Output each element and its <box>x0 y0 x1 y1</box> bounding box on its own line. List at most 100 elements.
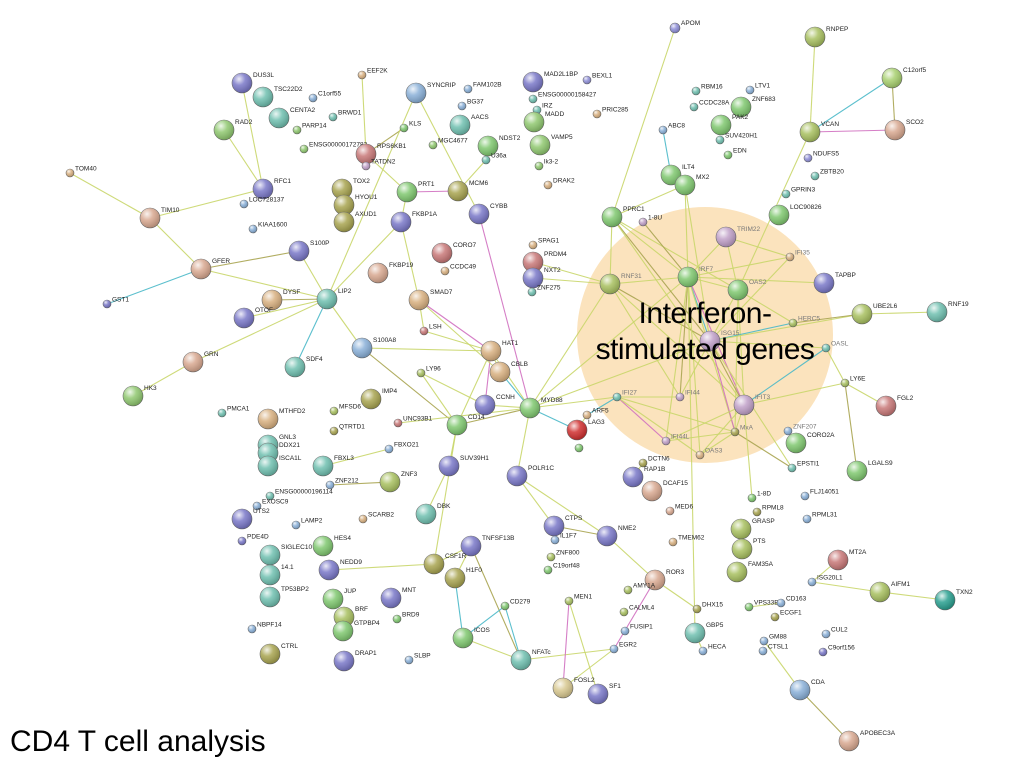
node-CENTA2[interactable]: CENTA2 <box>268 107 316 129</box>
node-FBXO21[interactable]: FBXO21 <box>384 442 419 454</box>
node-IL1F7[interactable]: IL1F7 <box>550 533 577 545</box>
node-H1F0[interactable]: H1F0 <box>444 567 482 589</box>
node-VCAN[interactable]: VCAN <box>799 121 839 143</box>
node-ECGF1[interactable]: ECGF1 <box>770 610 802 622</box>
node-APOBEC3A[interactable]: APOBEC3A <box>838 730 896 752</box>
node-APOM[interactable]: APOM <box>669 20 700 34</box>
node-DHX15[interactable]: DHX15 <box>692 602 723 614</box>
node-MYD88[interactable]: MYD88 <box>519 397 563 419</box>
node-NBPF14[interactable]: NBPF14 <box>247 622 282 634</box>
node-ISCA1L[interactable]: ISCA1L <box>257 455 302 477</box>
node-RNF31[interactable]: RNF31 <box>599 273 642 295</box>
node-PPRC1[interactable]: PPRC1 <box>601 206 645 228</box>
node-SMAD7[interactable]: SMAD7 <box>408 289 453 311</box>
node-SIGLEC10[interactable]: SIGLEC10 <box>259 544 312 566</box>
node-DYSF[interactable]: DYSF <box>261 289 300 311</box>
node-CD14[interactable]: CD14 <box>446 414 485 436</box>
node-C19orf48[interactable]: C19orf48 <box>543 563 580 575</box>
node-NEDD9[interactable]: NEDD9 <box>318 559 362 581</box>
node-SYNCRIP[interactable]: SYNCRIP <box>405 82 456 104</box>
node-CTRL[interactable]: CTRL <box>259 643 298 665</box>
node-RPS6KB1[interactable]: RPS6KB1 <box>355 143 407 165</box>
node-FKBP19[interactable]: FKBP19 <box>367 262 414 284</box>
node-ZBTB20[interactable]: ZBTB20 <box>810 169 844 181</box>
node-S100A8[interactable]: S100A8 <box>351 337 397 359</box>
node-ISG20L1[interactable]: ISG20L1 <box>807 575 843 587</box>
node-LOC728137[interactable]: LOC728137 <box>239 197 284 209</box>
node-KLS[interactable]: KLS <box>399 121 422 133</box>
node-MADD[interactable]: MADD <box>523 111 564 133</box>
node-EXOSC9[interactable]: EXOSC9 <box>252 499 289 511</box>
node-TOX2[interactable]: TOX2 <box>331 178 370 200</box>
node-UNC93B1[interactable]: UNC93B1 <box>393 416 433 428</box>
node-S100P[interactable]: S100P <box>288 240 330 262</box>
node-UBE2L6[interactable]: UBE2L6 <box>851 303 898 325</box>
node-LY6E[interactable]: LY6E <box>840 376 866 388</box>
node-NME2[interactable]: NME2 <box>596 525 636 547</box>
node-CYBB[interactable]: CYBB <box>468 203 508 225</box>
node-OAS2[interactable]: OAS2 <box>727 279 767 301</box>
node-ZNF212[interactable]: ZNF212 <box>325 478 359 490</box>
node-MxA[interactable]: MxA <box>730 425 754 437</box>
node-PARP14[interactable]: PARP14 <box>292 123 327 135</box>
node-MX2[interactable]: MX2 <box>674 174 710 196</box>
node-CCDC49[interactable]: CCDC49 <box>440 264 476 276</box>
node-TOM40[interactable]: TOM40 <box>65 166 97 178</box>
node-TNFSF13B[interactable]: TNFSF13B <box>460 535 515 557</box>
node-FKBP1A[interactable]: FKBP1A <box>390 211 438 233</box>
node-GST1[interactable]: GST1 <box>102 297 129 309</box>
node-LAG3[interactable]: LAG3 <box>566 419 605 441</box>
node-EEF2K[interactable]: EEF2K <box>357 68 388 80</box>
node-RPML8[interactable]: RPML8 <box>752 505 784 517</box>
node-BEXL1[interactable]: BEXL1 <box>582 73 613 85</box>
node-GTPBP4[interactable]: GTPBP4 <box>332 620 380 642</box>
node-ZNF800[interactable]: ZNF800 <box>546 550 580 562</box>
node-MTHFD2[interactable]: MTHFD2 <box>257 408 306 430</box>
node-QTRTD1[interactable]: QTRTD1 <box>329 424 365 436</box>
node-ENSG158427[interactable]: ENSG00000158427 <box>528 92 597 104</box>
node-FBXL3[interactable]: FBXL3 <box>312 455 354 477</box>
node-OTOF[interactable]: OTOF <box>233 307 273 329</box>
node-SF1[interactable]: SF1 <box>587 683 621 705</box>
node-NFATc[interactable]: NFATc <box>510 649 551 671</box>
node-DRAK2[interactable]: DRAK2 <box>543 178 575 190</box>
node-CSF1R[interactable]: CSF1R <box>423 553 467 575</box>
node-TATDN2[interactable]: TATDN2 <box>361 159 396 171</box>
node-IRF7[interactable]: IRF7 <box>677 266 713 288</box>
node-NDUFS5[interactable]: NDUFS5 <box>803 151 839 163</box>
node-SCO2[interactable]: SCO2 <box>884 119 924 141</box>
node-LSH[interactable]: LSH <box>419 324 442 336</box>
node-RPML31[interactable]: RPML31 <box>802 512 838 524</box>
node-HAT1[interactable]: HAT1 <box>480 340 519 362</box>
node-GRASP[interactable]: GRASP <box>730 518 775 540</box>
node-PRIC285[interactable]: PRIC285 <box>592 107 629 119</box>
node-FLJ14051[interactable]: FLJ14051 <box>800 489 839 501</box>
node-C1orf55[interactable]: C1orf55 <box>308 91 342 103</box>
node-PMCA1[interactable]: PMCA1 <box>217 406 250 418</box>
node-EPSTI1[interactable]: EPSTI1 <box>787 461 820 473</box>
node-SCARB2[interactable]: SCARB2 <box>358 512 394 524</box>
node-RBM16[interactable]: RBM16 <box>691 84 723 96</box>
node-HES4[interactable]: HES4 <box>312 535 351 557</box>
node-CCDC28A[interactable]: CCDC28A <box>689 100 730 112</box>
node-RNPEP[interactable]: RNPEP <box>804 26 848 48</box>
node-1-8D[interactable]: 1-8D <box>747 491 771 503</box>
node-HERC5[interactable]: HERC5 <box>788 316 820 328</box>
node-CORO7[interactable]: CORO7 <box>431 242 477 264</box>
node-EGR2[interactable]: EGR2 <box>609 642 637 654</box>
node-ZNF3[interactable]: ZNF3 <box>379 471 418 493</box>
node-LTV1[interactable]: LTV1 <box>745 83 770 95</box>
node-JUP[interactable]: JUP <box>322 588 356 610</box>
node-DUS3L[interactable]: DUS3L <box>231 72 274 94</box>
node-AIFM1[interactable]: AIFM1 <box>869 581 911 603</box>
node-MCM6[interactable]: MCM6 <box>447 180 489 202</box>
node-MGC4677[interactable]: MGC4677 <box>428 138 468 150</box>
node-AXUD1[interactable]: AXUD1 <box>333 211 377 233</box>
node-NDST2[interactable]: NDST2 <box>477 135 521 157</box>
node-ARF5[interactable]: ARF5 <box>582 408 609 420</box>
node-ZNF683[interactable]: ZNF683 <box>730 96 776 118</box>
node-ISG15[interactable]: ISG15 <box>699 330 740 352</box>
node-RAP1B[interactable]: RAP1B <box>622 466 665 488</box>
node-BG37[interactable]: BG37 <box>457 99 484 111</box>
node-TXN2[interactable]: TXN2 <box>934 589 973 611</box>
